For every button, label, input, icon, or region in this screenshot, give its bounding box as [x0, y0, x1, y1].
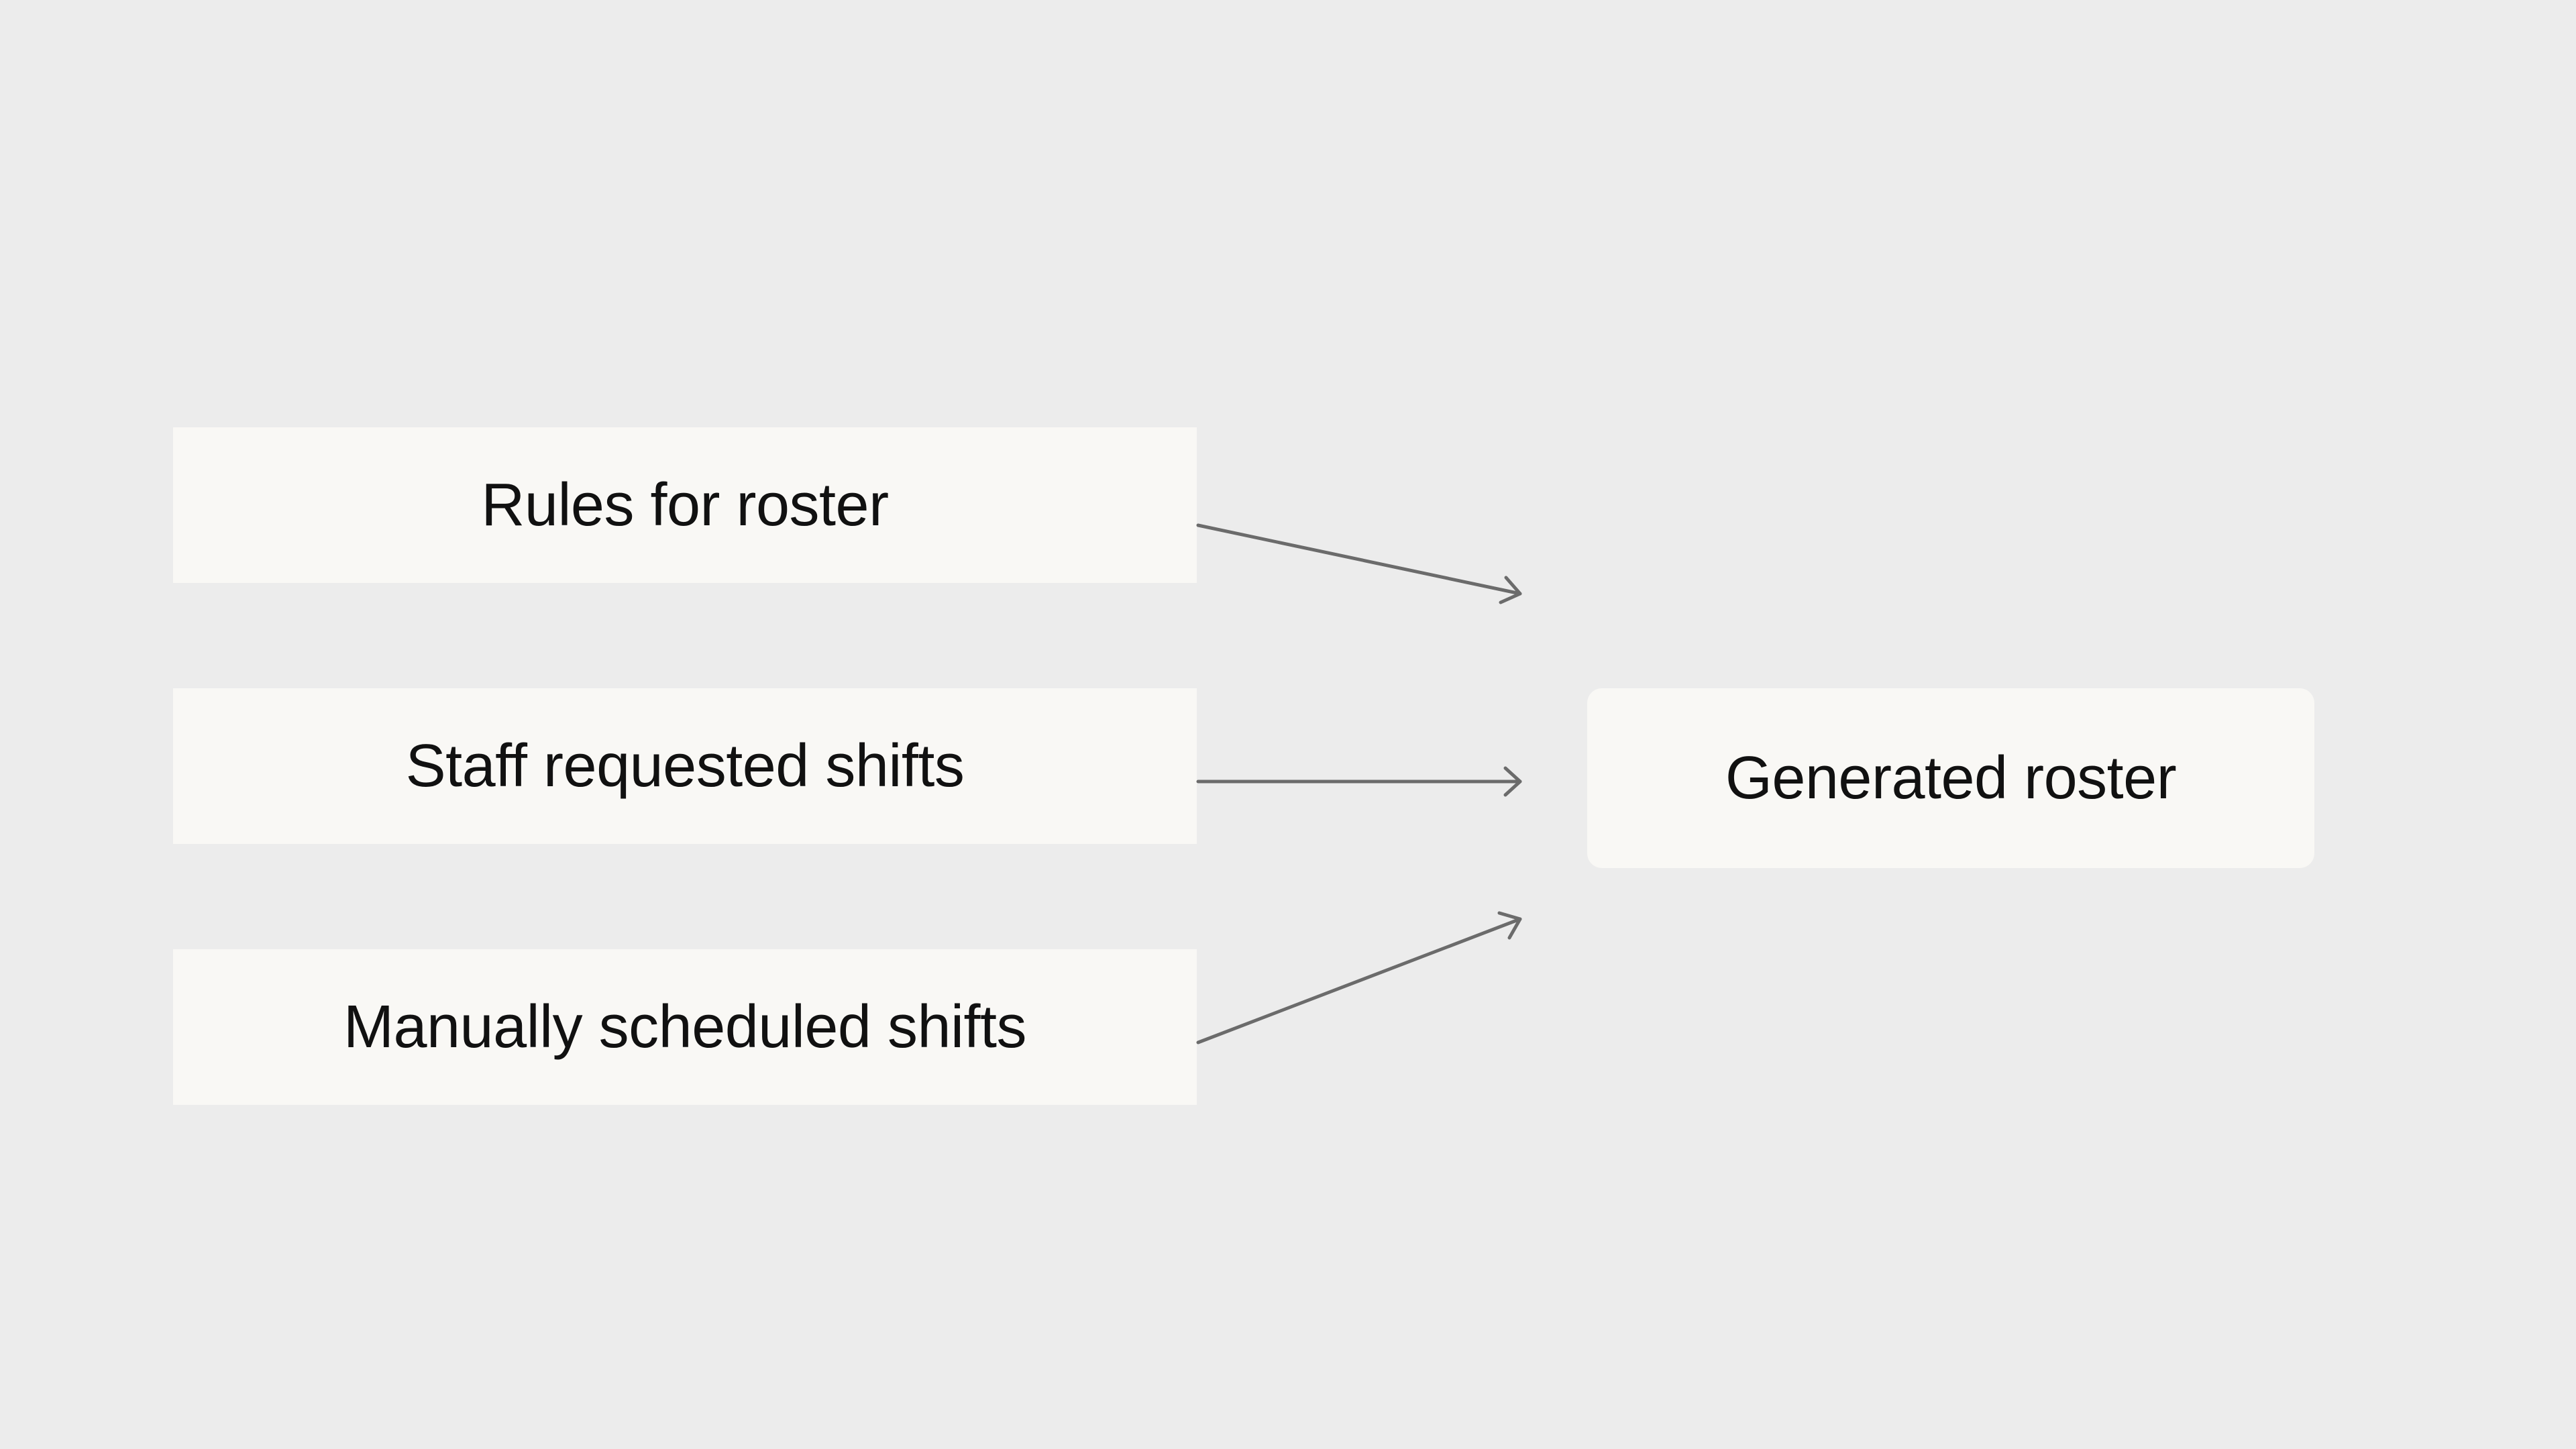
arrowhead-icon [1503, 766, 1522, 797]
arrow-line [1196, 523, 1522, 596]
node-label: Generated roster [1725, 744, 2177, 812]
arrow-manual-to-generated [1196, 911, 1522, 1044]
node-rules-for-roster: Rules for roster [173, 427, 1197, 583]
arrowhead-icon [1499, 576, 1522, 604]
node-manually-scheduled-shifts: Manually scheduled shifts [173, 949, 1197, 1105]
node-label: Staff requested shifts [405, 732, 965, 800]
arrowhead-icon [1497, 911, 1522, 940]
arrow-rules-to-generated [1196, 523, 1522, 604]
node-label: Manually scheduled shifts [343, 993, 1027, 1061]
node-label: Rules for roster [481, 471, 889, 539]
node-staff-requested-shifts: Staff requested shifts [173, 688, 1197, 844]
arrow-line [1196, 917, 1522, 1044]
node-generated-roster: Generated roster [1587, 688, 2314, 868]
arrow-staff-to-generated [1196, 766, 1522, 797]
